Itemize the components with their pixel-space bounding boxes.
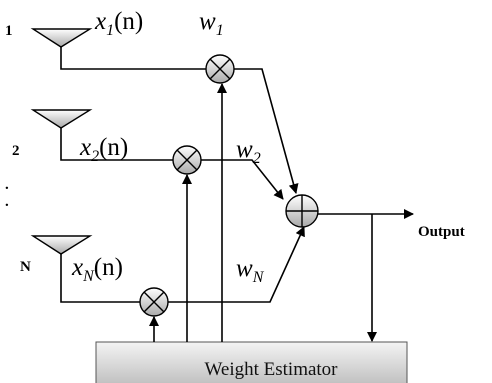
signal-label-2: x2(n) (79, 134, 128, 165)
weighted-wire-1 (234, 68, 299, 194)
signal-label-n: xN(n) (71, 254, 123, 285)
antenna-n (30, 235, 93, 262)
weight-estimator-box (95, 341, 408, 383)
antenna-1 (30, 28, 93, 55)
weighted-wire-n (168, 226, 305, 303)
weight-estimator-label: Weight Estimator (204, 359, 338, 380)
stray-mark-1: . (5, 177, 9, 193)
antenna-2-number: 2 (12, 143, 20, 159)
signal-wire-1 (60, 55, 206, 70)
output-label: Output (418, 224, 465, 240)
signal-wire-2 (60, 135, 173, 161)
weight-label-2: w2 (236, 136, 261, 167)
stray-mark-2: . (5, 194, 9, 210)
weight-label-1: w1 (199, 8, 224, 39)
multiplier-2 (172, 145, 202, 175)
weighted-wire-2 (201, 159, 284, 200)
summer (285, 194, 319, 228)
antenna-1-number: 1 (5, 23, 13, 39)
multiplier-1 (205, 54, 235, 84)
multiplier-n (139, 287, 169, 317)
antenna-n-number: N (20, 259, 31, 275)
signal-wire-n (60, 262, 140, 303)
signal-label-1: x1(n) (94, 8, 143, 39)
weight-label-n: wN (236, 255, 265, 286)
antenna-2 (30, 109, 93, 135)
